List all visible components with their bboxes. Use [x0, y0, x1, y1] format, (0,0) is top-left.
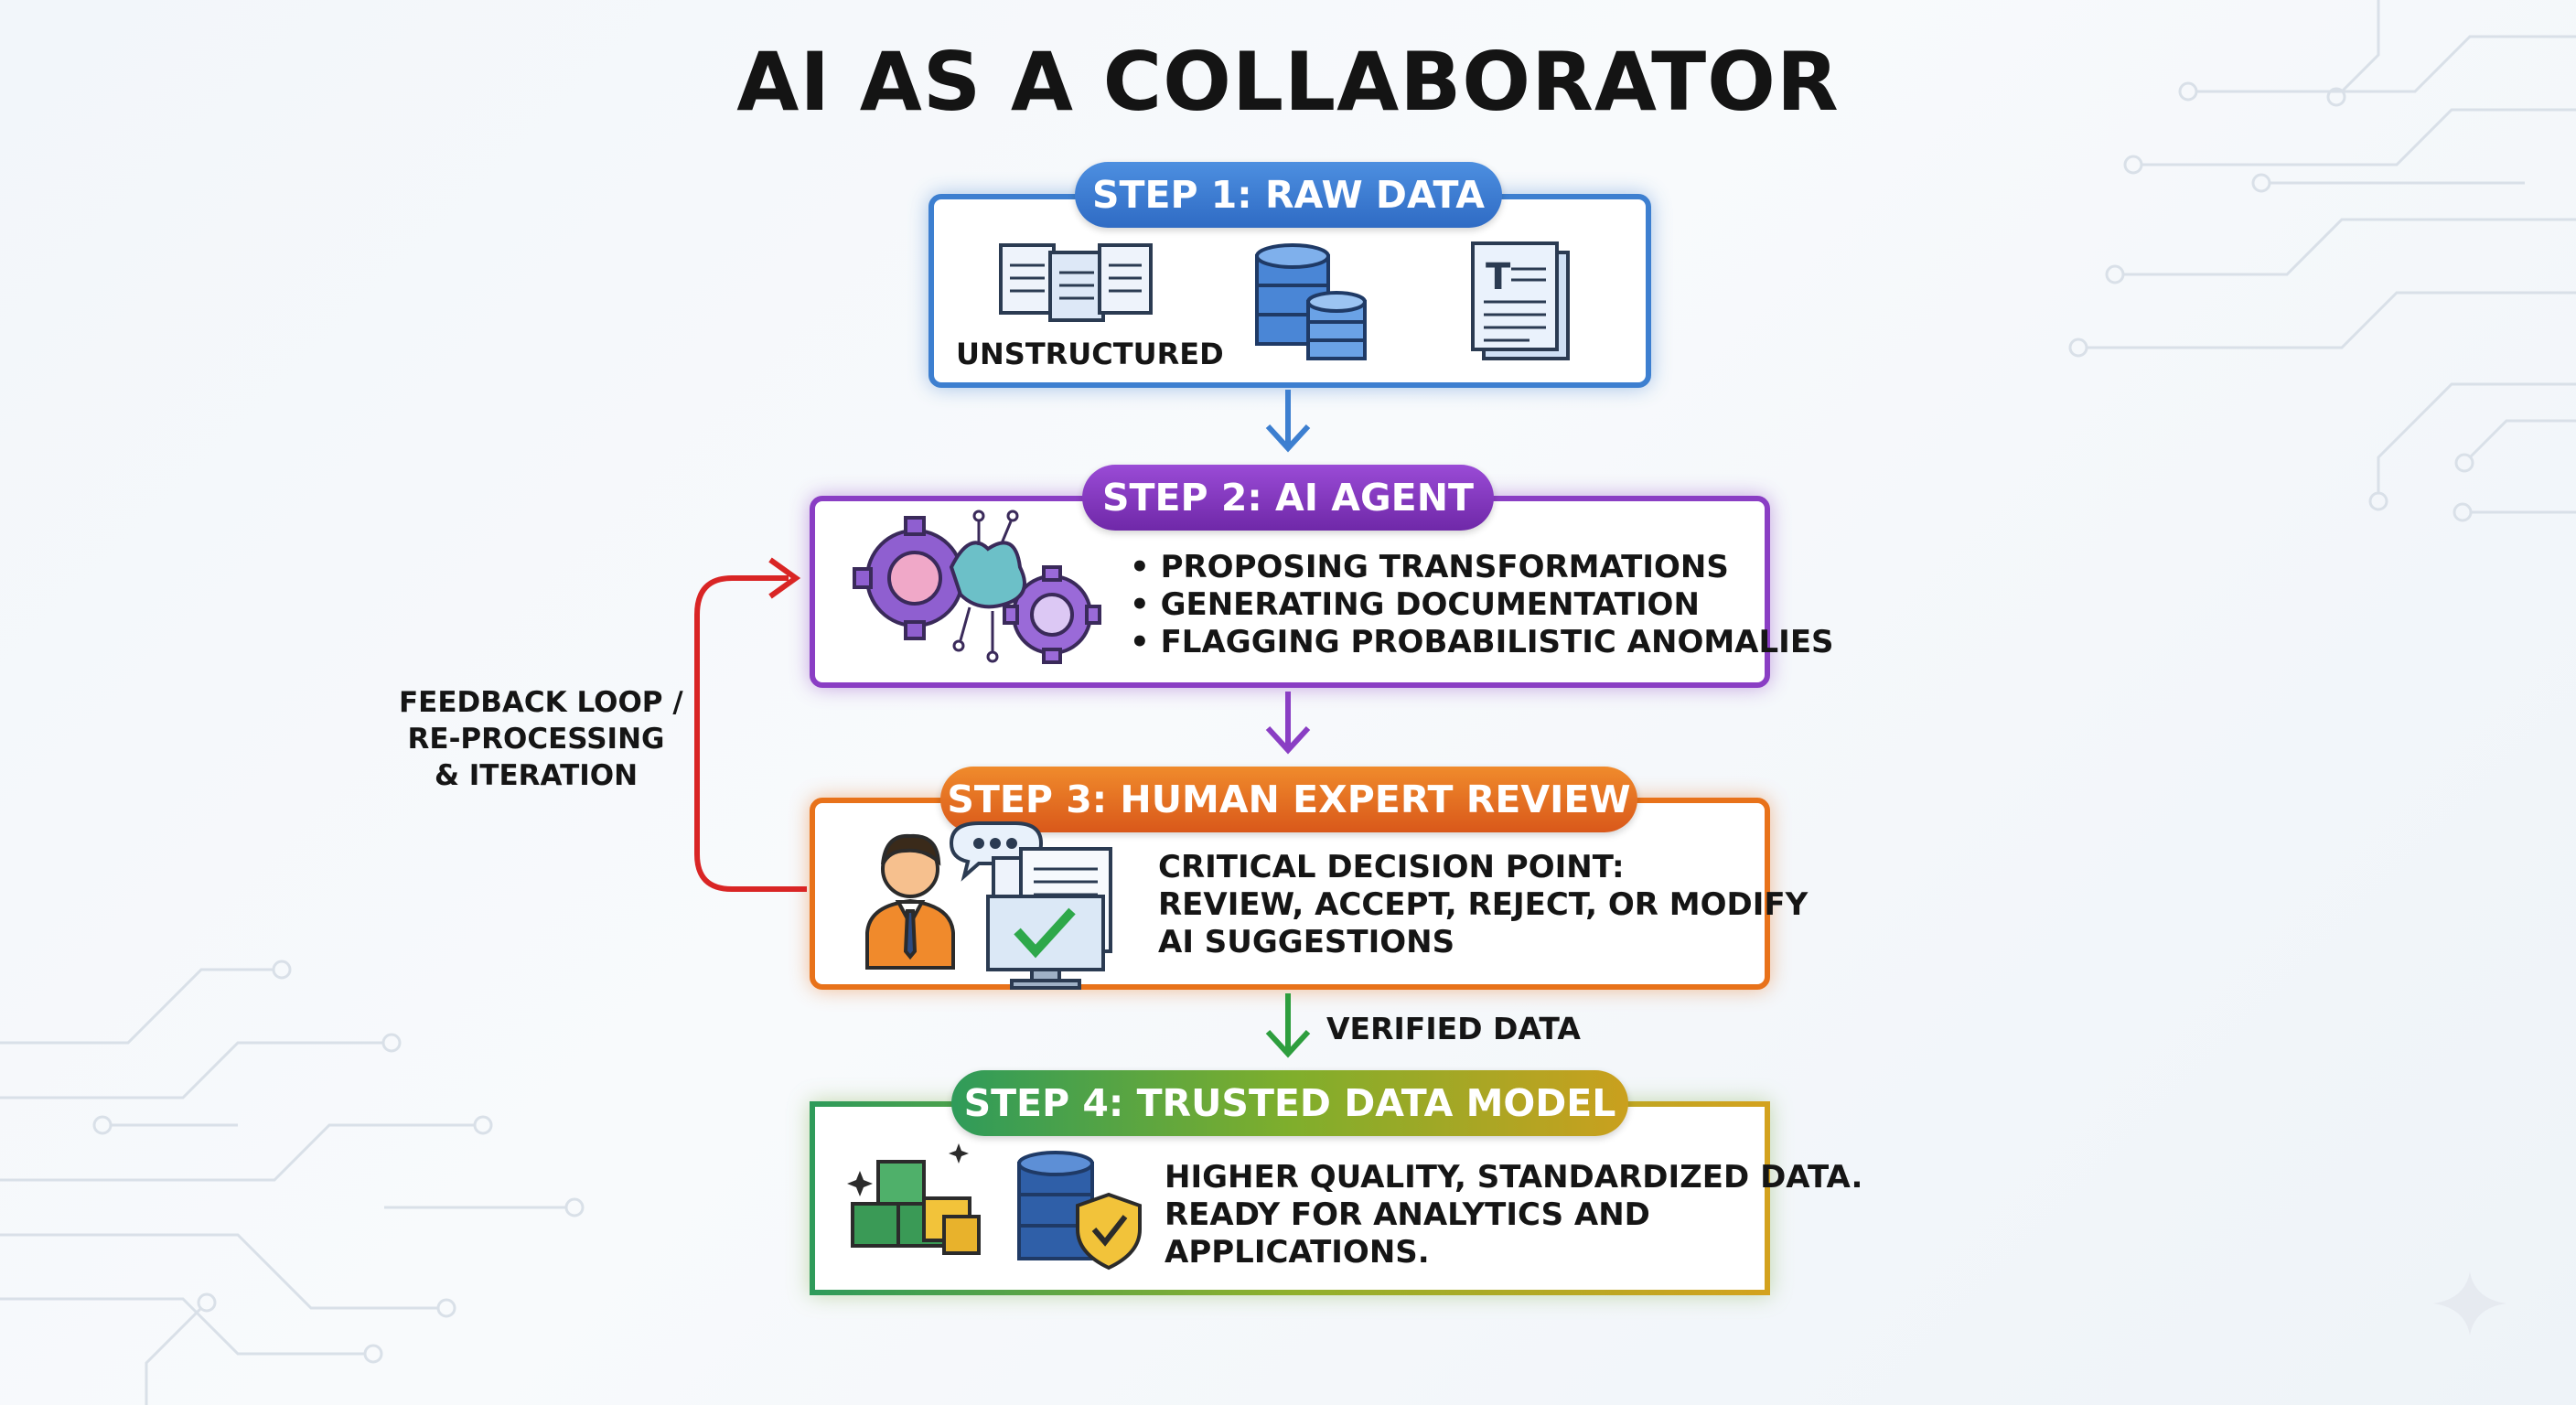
step-3-header: STEP 3: HUMAN EXPERT REVIEW — [940, 767, 1637, 832]
feedback-loop-arrow — [694, 557, 807, 892]
step-2-bullets: PROPOSING TRANSFORMATIONS GENERATING DOC… — [1130, 549, 1834, 661]
step-3-line: REVIEW, ACCEPT, REJECT, OR MODIFY — [1158, 886, 1809, 923]
verified-data-label: VERIFIED DATA — [1326, 1011, 1581, 1046]
page-title: AI AS A COLLABORATOR — [736, 35, 1840, 129]
svg-text:T: T — [1486, 256, 1511, 298]
feedback-loop-label: FEEDBACK LOOP / RE-PROCESSING & ITERATIO… — [399, 684, 683, 794]
step-2-header: STEP 2: AI AGENT — [1082, 465, 1494, 531]
cubes-icon — [851, 1160, 981, 1255]
step-4-line: APPLICATIONS. — [1165, 1234, 1430, 1271]
step-3-text: CRITICAL DECISION POINT: REVIEW, ACCEPT,… — [1158, 849, 1808, 961]
step-4-line: READY FOR ANALYTICS AND — [1165, 1196, 1650, 1233]
sparkle-icon — [2433, 1271, 2506, 1335]
list-item: PROPOSING TRANSFORMATIONS — [1130, 549, 1834, 586]
step-4-header: STEP 4: TRUSTED DATA MODEL — [951, 1070, 1628, 1136]
step-3-line: CRITICAL DECISION POINT: — [1158, 849, 1625, 885]
step-4-text: HIGHER QUALITY, STANDARDIZED DATA. READY… — [1165, 1159, 1862, 1271]
feedback-line: & ITERATION — [434, 759, 639, 792]
database-icon — [1255, 243, 1367, 360]
monitor-check-icon — [986, 847, 1112, 990]
arrow-step2-to-step3 — [1265, 692, 1311, 755]
arrow-step1-to-step2 — [1265, 390, 1311, 453]
step-3-line: AI SUGGESTIONS — [1158, 924, 1455, 960]
person-icon — [865, 833, 955, 970]
text-document-icon: T — [1471, 241, 1570, 360]
documents-icon — [999, 243, 1153, 322]
arrow-step3-to-step4 — [1265, 993, 1311, 1058]
list-item: GENERATING DOCUMENTATION — [1130, 586, 1834, 624]
step-4-line: HIGHER QUALITY, STANDARDIZED DATA. — [1165, 1159, 1863, 1196]
list-item: FLAGGING PROBABILISTIC ANOMALIES — [1130, 624, 1834, 661]
feedback-line: RE-PROCESSING — [407, 723, 665, 756]
feedback-line: FEEDBACK LOOP / — [399, 686, 683, 719]
secure-database-icon — [1017, 1151, 1142, 1271]
step-1-caption: UNSTRUCTURED — [956, 337, 1224, 371]
step-1-header: STEP 1: RAW DATA — [1075, 162, 1502, 228]
